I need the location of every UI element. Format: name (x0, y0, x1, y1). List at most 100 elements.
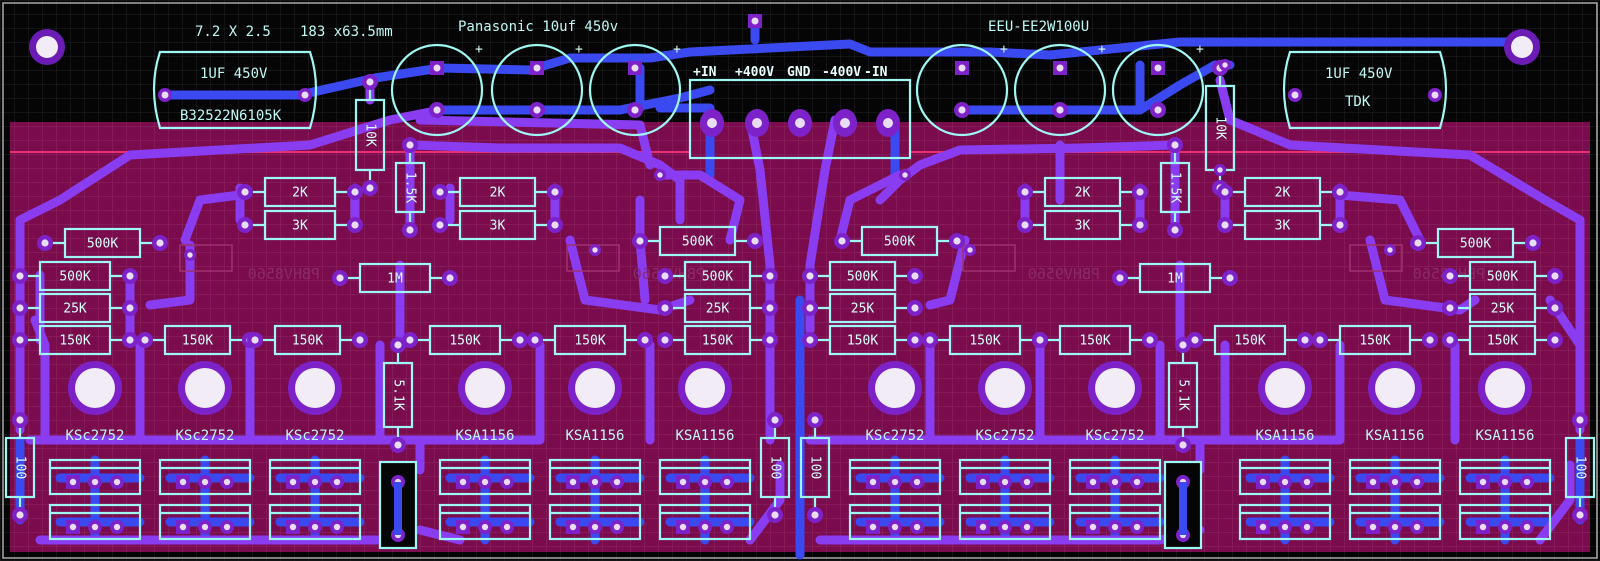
resistor-label: 500K (702, 270, 733, 285)
resistor-body (1338, 324, 1412, 356)
transistor-footprint (548, 458, 642, 496)
transistor-footprint (1238, 503, 1332, 541)
resistor-label: 150K (182, 334, 213, 349)
resistor-body (63, 227, 142, 259)
resistor-label: 5.1K (1176, 379, 1191, 410)
resistor-label: 500K (682, 235, 713, 250)
resistor-label: 1M (1167, 272, 1183, 287)
resistor-body (1213, 324, 1287, 356)
resistor-label: 2K (1075, 186, 1091, 201)
resistor-label: 3K (1275, 219, 1291, 234)
resistor-label: 100 (13, 456, 28, 479)
transistor-footprint (548, 503, 642, 541)
resistor-body (1138, 262, 1212, 294)
resistor-label: 150K (969, 334, 1000, 349)
polarity-plus: + (1196, 42, 1204, 57)
resistor-label: 1.5K (403, 172, 418, 203)
resistor-label: 3K (292, 219, 308, 234)
resistor-label: 150K (847, 334, 878, 349)
connector-pins (700, 109, 900, 137)
resistor-label: 100 (1573, 456, 1588, 479)
transistor-footprint (848, 503, 942, 541)
transistor-footprint (848, 458, 942, 496)
resistor-label: 5.1K (391, 379, 406, 410)
resistor-body (263, 176, 337, 208)
resistor-body (1564, 436, 1596, 499)
electrolytic-cap (390, 43, 484, 137)
resistor-body (354, 98, 386, 172)
transistor-footprint (1238, 458, 1332, 496)
transistor-footprint (1348, 458, 1442, 496)
resistor-label: 100 (768, 456, 783, 479)
electrolytic-caps: ++++++ (390, 42, 1205, 137)
transistor-label: KSA1156 (1255, 428, 1314, 444)
resistor-body (1468, 324, 1537, 356)
polarity-plus: + (575, 42, 583, 57)
transistor-footprint (1348, 503, 1442, 541)
mirrored-part-1: PBHV8560 (248, 265, 320, 283)
resistor-label: 150K (574, 334, 605, 349)
transistor-footprint (958, 458, 1052, 496)
transistor-label: KSA1156 (675, 428, 734, 444)
resistor-body (428, 324, 502, 356)
resistor-label: 500K (87, 237, 118, 252)
resistor-label: 150K (1359, 334, 1390, 349)
transistor-label: KSA1156 (1365, 428, 1424, 444)
transistor-footprint (1068, 503, 1162, 541)
transistor-footprint (48, 458, 142, 496)
polarity-plus: + (1000, 42, 1008, 57)
resistor-label: 10K (363, 123, 378, 147)
resistor-label: 150K (292, 334, 323, 349)
resistor-label: 500K (59, 270, 90, 285)
resistor-label: 150K (1487, 334, 1518, 349)
resistor-body (658, 225, 737, 257)
transistor-footprint (438, 458, 532, 496)
transistor-footprint (658, 458, 752, 496)
resistor-label: 150K (702, 334, 733, 349)
transistor-label: KSA1156 (1475, 428, 1534, 444)
transistor-label: KSA1156 (565, 428, 624, 444)
resistor-body (38, 292, 112, 324)
resistor-body (1058, 324, 1132, 356)
resistor-body (1468, 292, 1537, 324)
resistor-label: 150K (1234, 334, 1265, 349)
polarity-plus: + (1098, 42, 1106, 57)
resistor-body (553, 324, 627, 356)
cap-brand-left: Panasonic 10uf 450v (458, 19, 618, 35)
resistor-body (828, 292, 897, 324)
transistor-footprint (658, 503, 752, 541)
transistor-footprint (1068, 458, 1162, 496)
mirrored-part-3: PBHV9560 (1028, 265, 1100, 283)
resistor-body (1468, 260, 1537, 292)
electrolytic-cap (1013, 43, 1107, 137)
transistor-footprint (438, 503, 532, 541)
transistor-label: KSc2752 (65, 428, 124, 444)
resistor-label: 1.5K (1168, 172, 1183, 203)
resistor-body (683, 324, 752, 356)
conn-in-neg: -IN (864, 65, 888, 80)
dimension-mm-text: 183 x63.5mm (300, 24, 393, 40)
resistor-label: 100 (808, 456, 823, 479)
film-cap-left-part: B32522N6105K (180, 108, 282, 124)
resistor-label: 25K (63, 302, 87, 317)
resistor-body (860, 225, 939, 257)
resistor-body (263, 209, 337, 241)
resistor-body (683, 260, 752, 292)
film-cap-right-brand: TDK (1345, 94, 1371, 110)
power-connector (688, 78, 912, 160)
resistor-body (1043, 209, 1122, 241)
resistor-body (1159, 161, 1191, 214)
resistor-body (828, 260, 897, 292)
resistor-label: 500K (1460, 237, 1491, 252)
resistor-label: 1M (387, 272, 403, 287)
resistor-label: 2K (1275, 186, 1291, 201)
resistor-label: 25K (706, 302, 730, 317)
conn-v-neg: -400V (822, 65, 861, 80)
film-cap-left-value: 1UF 450V (200, 66, 268, 82)
transistor-footprint (958, 503, 1052, 541)
transistor-footprint (1458, 503, 1552, 541)
transistor-label: KSc2752 (175, 428, 234, 444)
electrolytic-cap (490, 43, 584, 137)
